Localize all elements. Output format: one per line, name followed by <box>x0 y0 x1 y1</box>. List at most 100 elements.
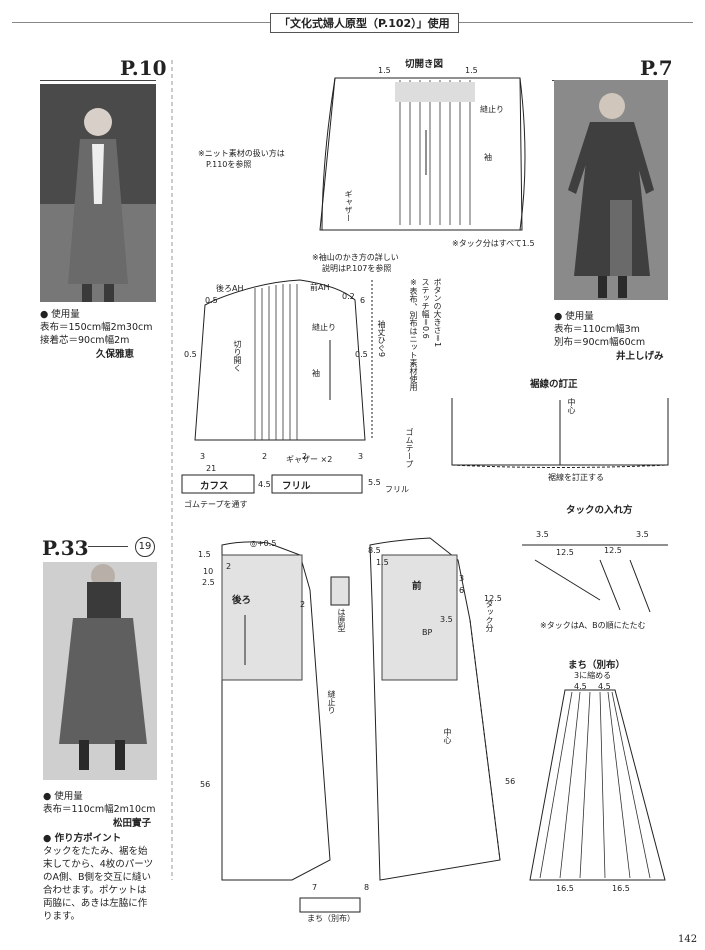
knit-use-note: ※表布、別布はニット素材使用 <box>409 278 418 391</box>
dim-10: 10 <box>203 567 214 576</box>
machi-title: まち（別布） <box>568 660 626 671</box>
dim-3-5: 3.5 <box>536 530 549 539</box>
p10-designer: 久保雅恵 <box>96 349 135 360</box>
mae-label: 前 <box>412 581 422 592</box>
p33-circle-number: 19 <box>135 537 155 557</box>
cuffs-piece <box>181 474 255 494</box>
p33-tip-line: 合わせます。ポケットは <box>43 885 147 896</box>
dim-2: 2 <box>302 452 308 461</box>
p10-usage-title: ● 使用量 <box>40 309 80 320</box>
dim-3: 3 <box>358 452 364 461</box>
p33-tip-line: のA側、B側を交互に縫い <box>43 872 152 883</box>
p33-tips-title: ● 作り方ポイント <box>43 833 122 844</box>
tuck-fold-note: ※タックはA、Bの順にたたむ <box>540 621 646 630</box>
dim-2: 2 <box>300 600 306 609</box>
p33-tip-line: ります。 <box>43 911 81 922</box>
dim-2: 2 <box>226 562 232 571</box>
dim-56: 56 <box>505 777 516 786</box>
tuck-bun-label: タック分 <box>485 600 494 632</box>
gather-x2-label: ギャザー ×2 <box>286 455 333 464</box>
sleeve-nuidomari: 縫止り <box>312 323 336 332</box>
dim-4-5: 4.5 <box>598 682 611 691</box>
kiraki-nuidomari: 縫止り <box>480 105 504 114</box>
susosen-note: 裾線を訂正する <box>548 473 604 482</box>
kiraki-shaded-tuck <box>395 82 475 102</box>
machi-gather: 3に縮める <box>574 671 612 680</box>
dim-16-5: 16.5 <box>556 884 574 893</box>
back-nuidomari: 縫止り <box>327 690 336 714</box>
kiraki-right-curve <box>519 77 526 231</box>
dim-12-5: 12.5 <box>604 546 622 555</box>
dim-1-5: 1.5 <box>465 66 478 75</box>
kiraki-sode: 袖 <box>484 153 492 162</box>
p7-designer: 井上しげみ <box>616 351 664 362</box>
dim-1-5: 1.5 <box>198 550 211 559</box>
p33-tip-line: 両脇に、あきは左脇に作 <box>43 898 148 909</box>
dim-8: 8 <box>364 883 370 892</box>
dim-0-2: 0.2 <box>342 292 355 301</box>
kiraki-slash-lines <box>399 80 471 225</box>
front-bodice-shaded <box>381 554 458 681</box>
dim-0-5: 0.5 <box>355 350 368 359</box>
kiraki-sleeve-outline <box>319 77 523 231</box>
tuck-note: ※タック分はすべて1.5 <box>452 239 535 248</box>
p7-photo <box>554 80 668 300</box>
page-number: 142 <box>678 934 698 945</box>
p33-tip-line: タックをたたみ、裾を始 <box>43 846 148 857</box>
dim-0-5: 0.5 <box>205 296 218 305</box>
dim-3-5: 3.5 <box>440 615 453 624</box>
front-bodice-outline <box>369 537 501 881</box>
p33-photo-figure <box>43 562 157 780</box>
sleeve-outline <box>194 279 366 441</box>
mae-ah-label: 前AH <box>310 283 330 292</box>
front-tuck-line <box>469 619 501 861</box>
bp-label: BP <box>422 628 433 637</box>
p10-rule <box>40 80 156 81</box>
p7-usage-line2: 別布＝90cm幅60cm <box>554 337 646 348</box>
dim-3-5: 3.5 <box>636 530 649 539</box>
dim-5-5: 5.5 <box>368 478 381 487</box>
kirihiraku-label: 切り開く <box>233 340 242 372</box>
back-bodice-outline <box>221 541 331 881</box>
frill-label: フリル <box>282 481 311 492</box>
tuck-fold-lines <box>534 559 651 613</box>
dim-21: 21 <box>206 464 217 473</box>
frill-side-label: フリル <box>385 485 409 494</box>
rubber-tape-label: ゴムテープ <box>405 428 414 468</box>
bottom-gusset-strip <box>299 897 361 913</box>
pocket-piece <box>330 576 350 606</box>
knit-note-2: P.110を参照 <box>206 160 252 169</box>
front-chushin: 中心 <box>443 728 452 744</box>
dim-6: 6 <box>360 296 366 305</box>
hem-correction-curve <box>451 464 669 468</box>
p10-photo-figure <box>40 84 156 302</box>
dim-1-5: 1.5 <box>376 558 389 567</box>
gusset-lines <box>539 691 651 879</box>
p7-usage-title: ● 使用量 <box>554 311 594 322</box>
dim-3: 3 <box>200 452 206 461</box>
p10-label: P.10 <box>120 56 167 80</box>
kiraki-gather: ギャザー <box>344 190 353 222</box>
hem-chushin: 中心 <box>567 398 576 414</box>
sleeve-slash-lines <box>254 284 298 440</box>
genkei-label: は原型 <box>337 608 346 632</box>
frill-piece <box>271 474 363 494</box>
dim-7: 7 <box>312 883 318 892</box>
p33-photo <box>43 562 157 780</box>
dim-6-5: 6 <box>459 586 465 595</box>
dim-56: 56 <box>200 780 211 789</box>
dim-8-5: 8.5 <box>368 546 381 555</box>
dim-1-5: 1.5 <box>378 66 391 75</box>
dim-16-5: 16.5 <box>612 884 630 893</box>
gusset-outline <box>529 689 666 881</box>
cuffs-label: カフス <box>200 481 229 492</box>
ushiro-ah-label: 後ろAH <box>216 284 244 293</box>
dim-2-5: 2.5 <box>202 578 215 587</box>
dim-12-5: 12.5 <box>484 594 502 603</box>
p33-label: P.33 <box>42 536 89 560</box>
back-bodice-shaded <box>221 554 303 681</box>
kiraki-left-curve <box>321 77 336 231</box>
p7-label: P.7 <box>640 56 673 80</box>
sleeve-sode: 袖 <box>312 369 320 378</box>
